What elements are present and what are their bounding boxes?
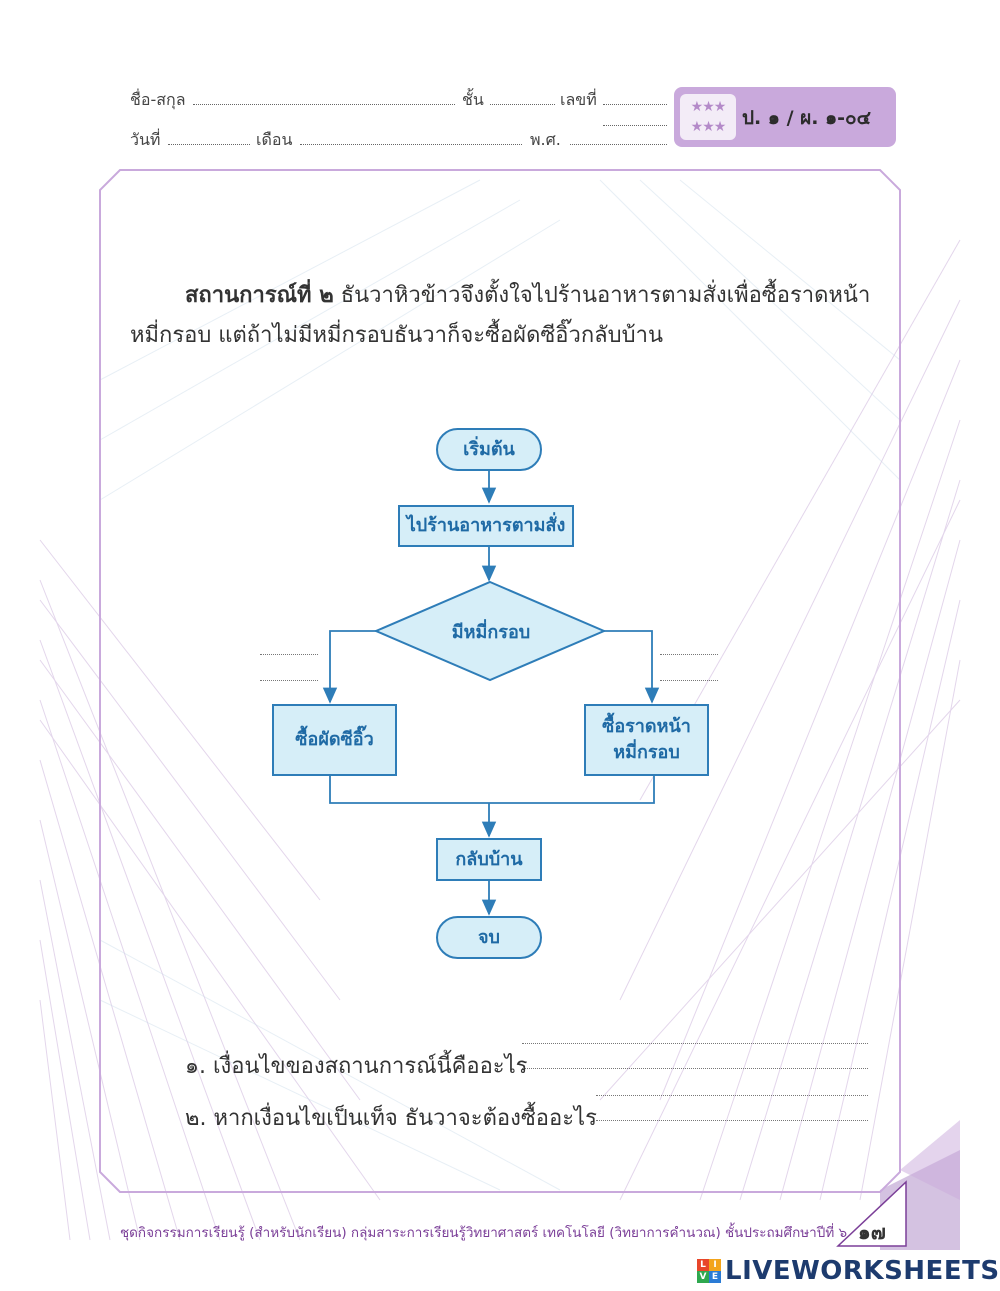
class-field[interactable] [490,104,555,105]
end-node: จบ [436,916,542,959]
date-label: วันที่ [130,130,161,149]
left-branch-answer-2[interactable] [260,680,318,681]
start-node: เริ่มต้น [436,428,542,471]
situation-title: สถานการณ์ที่ ๒ [185,283,334,308]
situation-paragraph: สถานการณ์ที่ ๒ ธันวาหิวข้าวจึงตั้งใจไปร้… [130,276,890,356]
process-buy-pad-see-ew: ซื้อผัดซีอิ๊ว [272,704,397,776]
number-label: เลขที่ [560,90,597,109]
question-1: ๑. เงื่อนไขของสถานการณ์นี้คืออะไร [185,1054,528,1079]
right-branch-answer-2[interactable] [660,680,718,681]
rad-na-line2: หมี่กรอบ [613,742,680,763]
right-branch-answer-1[interactable] [660,654,718,655]
answer-2-line-b[interactable] [596,1120,868,1121]
footer-text: ชุดกิจกรรมการเรียนรู้ (สำหรับนักเรียน) ก… [120,1225,848,1241]
header-rule [603,125,667,126]
decision-label: มีหมี่กรอบ [451,622,531,643]
liveworksheets-text: LIVEWORKSHEETS [725,1256,1000,1286]
answer-1-line-a[interactable] [522,1043,868,1044]
name-label: ชื่อ-สกุล [130,90,186,109]
left-branch-answer-1[interactable] [260,654,318,655]
situation-line2: หมี่กรอบ แต่ถ้าไม่มีหมี่กรอบธันวาก็จะซื้… [130,323,663,348]
answer-1-line-b[interactable] [522,1068,868,1069]
process-go-to-restaurant: ไปร้านอาหารตามสั่ง [398,505,574,547]
page-corner-triangle [836,1180,907,1247]
name-field[interactable] [193,104,455,105]
year-field[interactable] [570,144,667,145]
date-field[interactable] [168,144,250,145]
question-2: ๒. หากเงื่อนไขเป็นเท็จ ธันวาจะต้องซื้ออะ… [185,1106,597,1131]
month-label: เดือน [256,130,293,149]
situation-line1: ธันวาหิวข้าวจึงตั้งใจไปร้านอาหารตามสั่งเ… [333,283,871,308]
process-buy-rad-na: ซื้อราดหน้า หมี่กรอบ [584,704,709,776]
number-field[interactable] [603,104,667,105]
liveworksheets-logo: L I V E LIVEWORKSHEETS [697,1256,1000,1286]
worksheet-code: ป. ๑ / ผ. ๑-๐๔ [742,107,872,129]
decision-diamond [373,580,607,682]
page-number: ๑๗ [858,1220,886,1244]
year-label: พ.ศ. [530,130,561,149]
class-label: ชั้น [462,90,484,109]
month-field[interactable] [300,144,522,145]
worksheet-code-badge: ★★★★★★ ป. ๑ / ผ. ๑-๐๔ [674,87,896,147]
process-go-home: กลับบ้าน [436,838,542,881]
answer-2-line-a[interactable] [596,1095,868,1096]
liveworksheets-badge-icon: L I V E [697,1259,721,1283]
rad-na-line1: ซื้อราดหน้า [602,716,691,737]
stars-icon: ★★★★★★ [680,94,736,140]
